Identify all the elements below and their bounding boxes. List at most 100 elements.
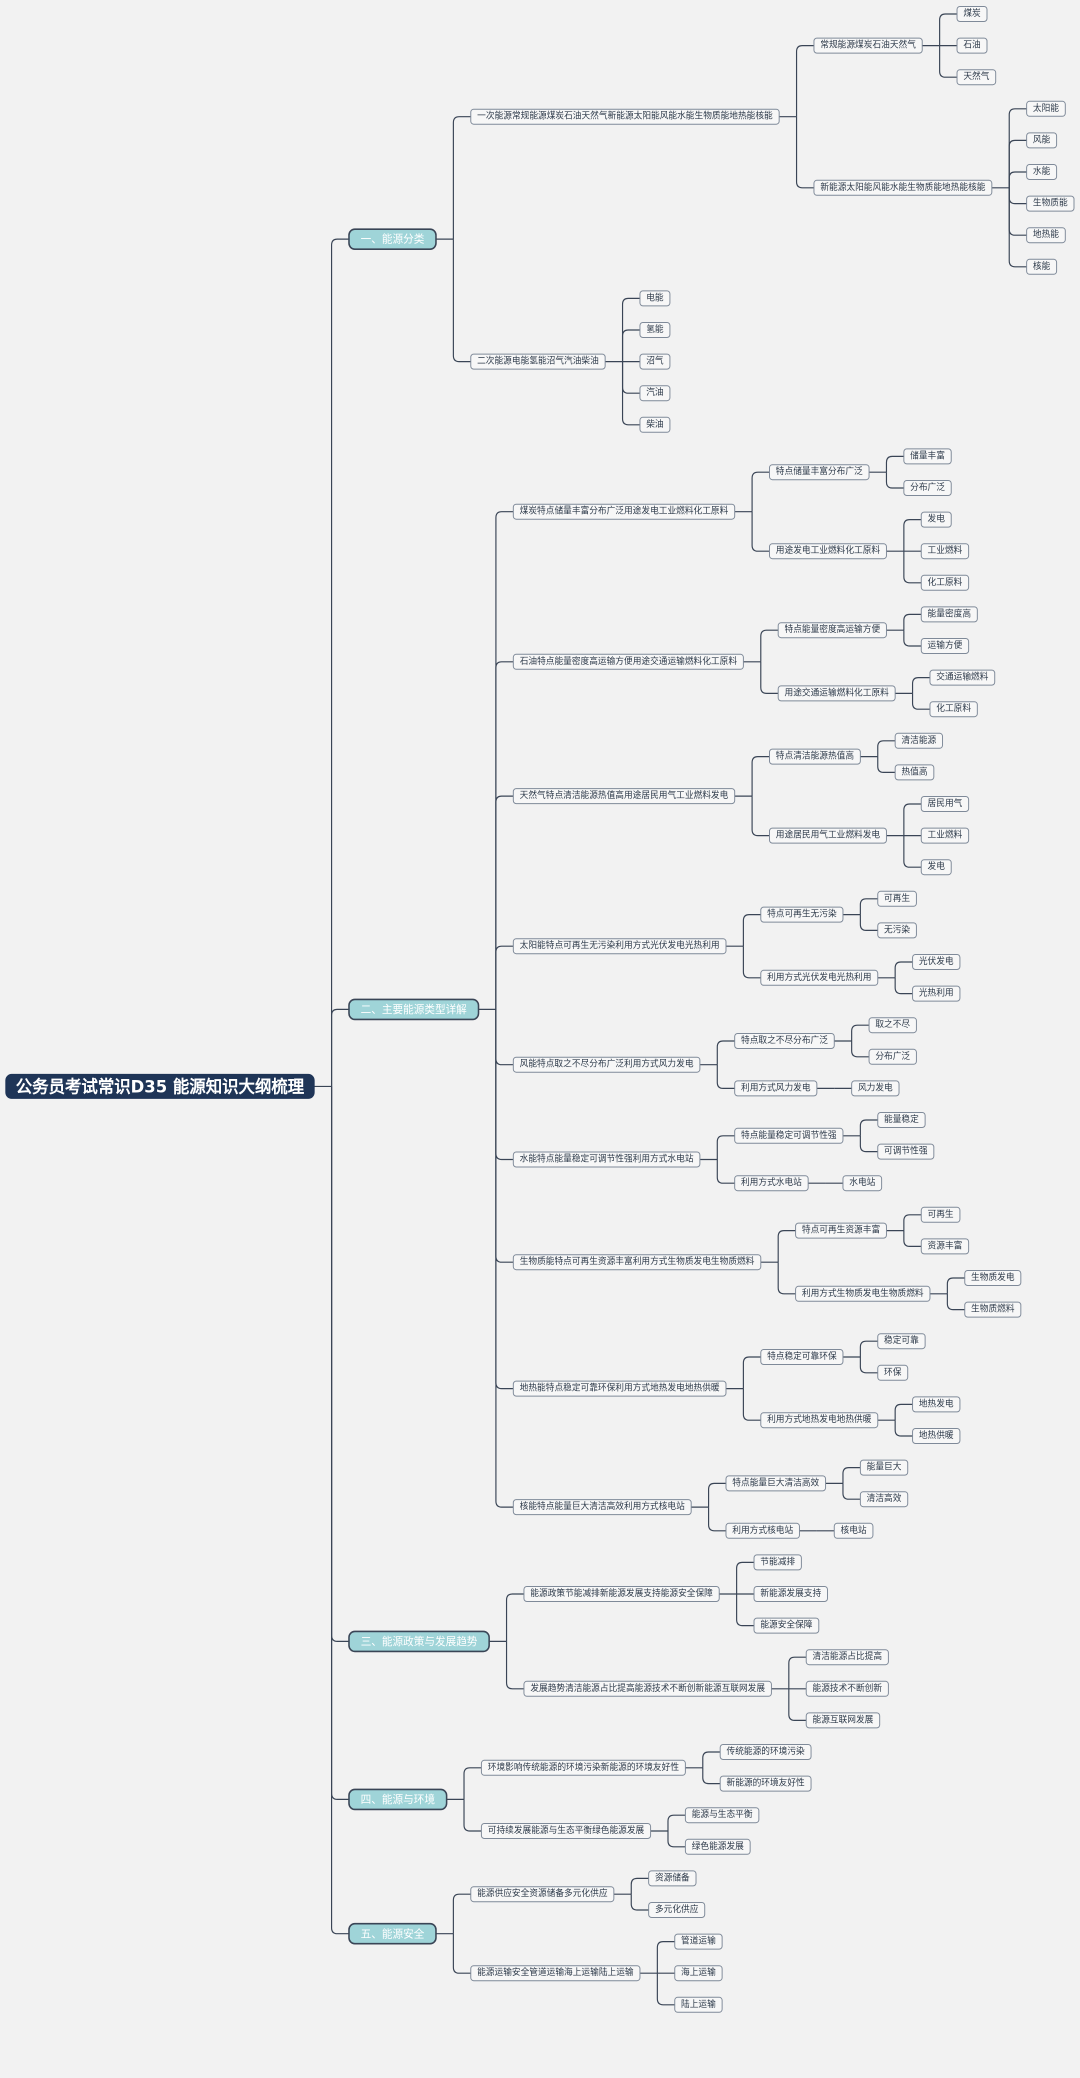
topic-node-0-1-2-0-1[interactable]: 热值高 xyxy=(894,764,935,781)
topic-node-0-1-6-0-0[interactable]: 可再生 xyxy=(920,1206,961,1223)
topic-node-0-2-1-2[interactable]: 能源互联网发展 xyxy=(805,1712,881,1729)
topic-node-0-0-0-1-0[interactable]: 太阳能 xyxy=(1026,100,1066,117)
topic-node-0-0-0-1-5[interactable]: 核能 xyxy=(1026,258,1058,275)
topic-node-0-0-1-4[interactable]: 柴油 xyxy=(639,416,671,433)
topic-node-0-1-6-1-1[interactable]: 生物质燃料 xyxy=(964,1301,1022,1318)
topic-node-0-0-1-3[interactable]: 汽油 xyxy=(639,385,671,402)
topic-node-0-1-7-0-0[interactable]: 稳定可靠 xyxy=(877,1333,926,1350)
topic-node-0-4-1[interactable]: 能源运输安全管道运输海上运输陆上运输 xyxy=(470,1965,641,1982)
topic-node-0-1-3-0-0[interactable]: 可再生 xyxy=(877,890,917,907)
topic-node-0-1-1-0-1[interactable]: 运输方便 xyxy=(920,638,970,654)
topic-node-0-1-3-0[interactable]: 特点可再生无污染 xyxy=(760,906,844,923)
topic-node-0-1-5-1[interactable]: 利用方式水电站 xyxy=(734,1175,809,1192)
topic-node-0-1-6-0[interactable]: 特点可再生资源丰富 xyxy=(795,1222,887,1239)
topic-node-0-0-0-1-3[interactable]: 生物质能 xyxy=(1026,195,1075,212)
topic-node-0-1-8-0[interactable]: 特点能量巨大清洁高效 xyxy=(725,1475,827,1492)
topic-node-0-1-2[interactable]: 天然气特点清洁能源热值高用途居民用气工业燃料发电 xyxy=(512,788,736,805)
topic-node-0-1-3-0-1[interactable]: 无污染 xyxy=(877,922,917,939)
topic-node-0-1-4-1[interactable]: 利用方式风力发电 xyxy=(734,1080,818,1097)
topic-node-0-0-0-0[interactable]: 常规能源煤炭石油天然气 xyxy=(813,37,923,54)
topic-node-0-3-0-1[interactable]: 新能源的环境友好性 xyxy=(719,1775,812,1792)
topic-node-0-1-1-1-0[interactable]: 交通运输燃料 xyxy=(929,669,996,686)
topic-node-0-0-0-1[interactable]: 新能源太阳能风能水能生物质能地热能核能 xyxy=(813,179,993,196)
topic-node-0-1-3[interactable]: 太阳能特点可再生无污染利用方式光伏发电光热利用 xyxy=(512,938,727,955)
topic-node-0-4-1-2[interactable]: 陆上运输 xyxy=(674,1996,723,2013)
topic-node-0-1-6[interactable]: 生物质能特点可再生资源丰富利用方式生物质发电生物质燃料 xyxy=(512,1254,762,1271)
topic-node-0-1-1-0[interactable]: 特点能量密度高运输方便 xyxy=(777,622,887,639)
topic-node-0-1-0-0[interactable]: 特点储量丰富分布广泛 xyxy=(769,464,870,481)
topic-node-0-1-3-1-0[interactable]: 光伏发电 xyxy=(912,954,961,970)
topic-node-0-1-8-0-1[interactable]: 清洁高效 xyxy=(859,1491,909,1508)
topic-node-0-0-0-0-1[interactable]: 石油 xyxy=(956,37,988,54)
topic-node-0-1-8-0-0[interactable]: 能量巨大 xyxy=(859,1459,909,1476)
topic-node-0-2-1-1[interactable]: 能源技术不断创新 xyxy=(805,1680,889,1697)
topic-node-0-0-1-1[interactable]: 氢能 xyxy=(639,322,671,338)
topic-node-0-1-7-0-1[interactable]: 环保 xyxy=(877,1364,909,1381)
topic-node-0-2-1[interactable]: 发展趋势清洁能源占比提高能源技术不断创新能源互联网发展 xyxy=(523,1680,772,1697)
topic-node-0-4-1-1[interactable]: 海上运输 xyxy=(674,1965,723,1982)
topic-node-0-1-0[interactable]: 煤炭特点储量丰富分布广泛用途发电工业燃料化工原料 xyxy=(512,503,736,520)
topic-node-0-0-1-2[interactable]: 沼气 xyxy=(639,353,671,370)
topic-node-0-1-2-0[interactable]: 特点清洁能源热值高 xyxy=(769,748,861,765)
topic-node-0-1-4[interactable]: 风能特点取之不尽分布广泛利用方式风力发电 xyxy=(512,1056,701,1073)
topic-node-0-1-7[interactable]: 地热能特点稳定可靠环保利用方式地热发电地热供暖 xyxy=(512,1380,727,1397)
topic-node-0-1-2-0-0[interactable]: 清洁能源 xyxy=(894,732,944,749)
topic-node-0-2-0-2[interactable]: 能源安全保障 xyxy=(753,1617,820,1634)
topic-node-0-1-7-1-0[interactable]: 地热发电 xyxy=(912,1396,961,1413)
topic-node-0-0-1[interactable]: 二次能源电能氢能沼气汽油柴油 xyxy=(470,353,606,370)
topic-node-0-1-7-1-1[interactable]: 地热供暖 xyxy=(912,1428,961,1444)
topic-node-0-1-0-0-0[interactable]: 储量丰富 xyxy=(903,448,952,465)
topic-node-0-4-0[interactable]: 能源供应安全资源储备多元化供应 xyxy=(470,1886,615,1903)
root-node[interactable]: 公务员考试常识D35 能源知识大纲梳理 xyxy=(5,1073,315,1099)
topic-node-0-1-7-1[interactable]: 利用方式地热发电地热供暖 xyxy=(760,1412,879,1429)
topic-node-0-1-0-1[interactable]: 用途发电工业燃料化工原料 xyxy=(769,543,887,560)
topic-node-0-1-6-1[interactable]: 利用方式生物质发电生物质燃料 xyxy=(795,1285,931,1302)
topic-node-0-0-0[interactable]: 一次能源常规能源煤炭石油天然气新能源太阳能风能水能生物质能地热能核能 xyxy=(470,108,780,125)
topic-node-0-0-0-0-2[interactable]: 天然气 xyxy=(956,69,997,86)
topic-node-0-1-1[interactable]: 石油特点能量密度高运输方便用途交通运输燃料化工原料 xyxy=(512,653,744,670)
topic-node-0-3-1[interactable]: 可持续发展能源与生态平衡绿色能源发展 xyxy=(480,1823,652,1839)
topic-node-0-0-0-1-1[interactable]: 风能 xyxy=(1026,132,1058,149)
topic-node-0-1-2-1-0[interactable]: 居民用气 xyxy=(920,796,970,812)
topic-node-0-1-1-0-0[interactable]: 能量密度高 xyxy=(920,606,978,623)
topic-node-0-1-0-1-1[interactable]: 工业燃料 xyxy=(920,543,970,560)
topic-node-0-1-7-0[interactable]: 特点稳定可靠环保 xyxy=(760,1349,844,1365)
category-node-0-2[interactable]: 三、能源政策与发展趋势 xyxy=(348,1630,490,1653)
topic-node-0-1-8[interactable]: 核能特点能量巨大清洁高效利用方式核电站 xyxy=(512,1499,692,1516)
topic-node-0-1-0-1-2[interactable]: 化工原料 xyxy=(920,574,970,591)
topic-node-0-3-1-1[interactable]: 绿色能源发展 xyxy=(684,1838,751,1855)
topic-node-0-1-4-1-0[interactable]: 风力发电 xyxy=(851,1080,900,1097)
topic-node-0-0-0-1-2[interactable]: 水能 xyxy=(1026,164,1058,180)
topic-node-0-4-1-0[interactable]: 管道运输 xyxy=(674,1933,723,1950)
topic-node-0-1-5-0[interactable]: 特点能量稳定可调节性强 xyxy=(734,1127,844,1144)
topic-node-0-3-1-0[interactable]: 能源与生态平衡 xyxy=(684,1807,760,1824)
topic-node-0-3-0[interactable]: 环境影响传统能源的环境污染新能源的环境友好性 xyxy=(480,1759,686,1776)
topic-node-0-1-5[interactable]: 水能特点能量稳定可调节性强利用方式水电站 xyxy=(512,1151,701,1168)
topic-node-0-3-0-0[interactable]: 传统能源的环境污染 xyxy=(719,1744,812,1760)
topic-node-0-4-0-0[interactable]: 资源储备 xyxy=(648,1870,697,1887)
topic-node-0-1-3-1[interactable]: 利用方式光伏发电光热利用 xyxy=(760,969,879,986)
category-node-0-0[interactable]: 一、能源分类 xyxy=(348,228,437,250)
topic-node-0-1-5-1-0[interactable]: 水电站 xyxy=(842,1175,883,1192)
topic-node-0-1-4-0[interactable]: 特点取之不尽分布广泛 xyxy=(734,1033,835,1049)
topic-node-0-2-0-0[interactable]: 节能减排 xyxy=(753,1554,802,1571)
topic-node-0-1-1-1[interactable]: 用途交通运输燃料化工原料 xyxy=(777,685,896,702)
topic-node-0-1-0-1-0[interactable]: 发电 xyxy=(920,511,952,528)
topic-node-0-1-8-1[interactable]: 利用方式核电站 xyxy=(725,1522,800,1539)
topic-node-0-0-1-0[interactable]: 电能 xyxy=(639,290,671,307)
topic-node-0-1-5-0-0[interactable]: 能量稳定 xyxy=(877,1112,926,1128)
topic-node-0-2-0[interactable]: 能源政策节能减排新能源发展支持能源安全保障 xyxy=(523,1586,720,1602)
topic-node-0-1-3-1-1[interactable]: 光热利用 xyxy=(912,985,961,1002)
topic-node-0-4-0-1[interactable]: 多元化供应 xyxy=(648,1902,706,1918)
topic-node-0-0-0-0-0[interactable]: 煤炭 xyxy=(956,6,988,22)
topic-node-0-1-8-1-0[interactable]: 核电站 xyxy=(833,1522,874,1539)
topic-node-0-1-6-0-1[interactable]: 资源丰富 xyxy=(920,1238,970,1255)
category-node-0-3[interactable]: 四、能源与环境 xyxy=(348,1788,448,1811)
category-node-0-4[interactable]: 五、能源安全 xyxy=(348,1922,437,1945)
category-node-0-1[interactable]: 二、主要能源类型详解 xyxy=(348,998,480,1021)
topic-node-0-2-0-1[interactable]: 新能源发展支持 xyxy=(753,1586,828,1602)
topic-node-0-1-2-1-1[interactable]: 工业燃料 xyxy=(920,827,970,844)
topic-node-0-1-0-0-1[interactable]: 分布广泛 xyxy=(903,480,952,496)
topic-node-0-2-1-0[interactable]: 清洁能源占比提高 xyxy=(805,1649,889,1666)
topic-node-0-1-4-0-0[interactable]: 取之不尽 xyxy=(868,1017,917,1034)
